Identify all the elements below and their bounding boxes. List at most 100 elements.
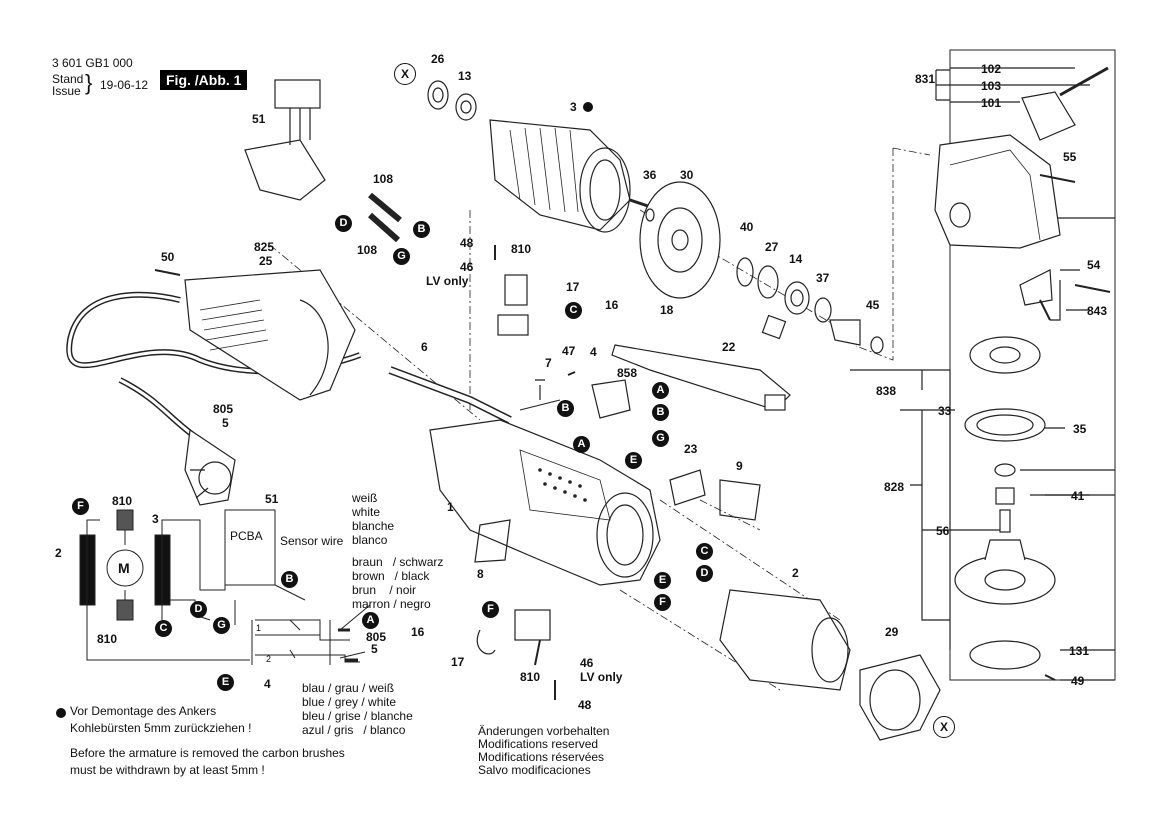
part-22: 22: [722, 340, 736, 354]
wiring-marker-d: D: [190, 601, 207, 618]
blue-wire-de: blau / grau / weiß: [302, 681, 395, 695]
marker-b-top: B: [413, 221, 430, 238]
part-40: 40: [740, 220, 754, 234]
part-810-bottom: 810: [520, 670, 541, 684]
part-5-top: 5: [222, 416, 229, 430]
marker-c-top: C: [565, 302, 582, 319]
part-56: 56: [936, 524, 950, 538]
part-17-top: 17: [566, 280, 580, 294]
part-7: 7: [545, 356, 552, 370]
brown-wire-es: marron / negro: [352, 597, 431, 611]
marker-d-stator: D: [696, 565, 713, 582]
wiring-marker-e: E: [217, 674, 234, 691]
note-en-line1: Before the armature is removed the carbo…: [70, 746, 345, 760]
figure-label: Fig. /Abb. 1: [160, 70, 248, 90]
part-46-top: 46: [460, 260, 474, 274]
white-wire-en: white: [352, 505, 381, 519]
part-103: 103: [981, 79, 1002, 93]
modifications-fr: Modifications réservées: [478, 750, 605, 764]
marker-c-stator: C: [696, 543, 713, 560]
white-wire-de: weiß: [352, 491, 378, 505]
part-14: 14: [789, 252, 803, 266]
part-41: 41: [1071, 489, 1085, 503]
issue-date: 19-06-12: [100, 78, 149, 92]
lv-only-bottom: LV only: [580, 670, 623, 684]
part-3: 3: [570, 100, 577, 114]
wiring-part-3: 3: [152, 512, 159, 526]
note-de-line2: Kohlebürsten 5mm zurückziehen !: [70, 721, 252, 735]
part-838: 838: [876, 384, 897, 398]
marker-d-top: D: [335, 215, 352, 232]
wiring-part-810-bottom: 810: [97, 632, 118, 646]
note-de-line1: Vor Demontage des Ankers: [70, 704, 217, 718]
part-50: 50: [161, 250, 175, 264]
note-en-line2: must be withdrawn by at least 5mm !: [70, 763, 265, 777]
part-2: 2: [792, 566, 799, 580]
part-54: 54: [1087, 258, 1101, 272]
part-16-top: 16: [605, 298, 619, 312]
brown-wire-de: braun / schwarz: [352, 555, 444, 569]
marker-a-mid: A: [573, 436, 590, 453]
wiring-part-4: 4: [264, 677, 271, 691]
part-18: 18: [660, 303, 674, 317]
part-825: 825: [254, 240, 275, 254]
wiring-marker-b: B: [281, 571, 298, 588]
part-17-bottom: 17: [451, 655, 465, 669]
part-49: 49: [1071, 674, 1085, 688]
part-37: 37: [816, 271, 830, 285]
switch-pin-2: 2: [266, 654, 272, 664]
part-8: 8: [477, 567, 484, 581]
issue-label: Issue: [52, 84, 81, 98]
part-108-bottom: 108: [357, 243, 378, 257]
bullet-icon: [583, 102, 593, 112]
part-55: 55: [1063, 150, 1077, 164]
part-29: 29: [885, 625, 899, 639]
part-805-top: 805: [213, 402, 234, 416]
wiring-marker-c: C: [155, 620, 172, 637]
marker-a-switch: A: [652, 382, 669, 399]
doc-number: 3 601 GB1 000: [52, 56, 133, 70]
part-45: 45: [866, 298, 880, 312]
marker-f-stator: F: [654, 594, 671, 611]
marker-e-stator: E: [654, 572, 671, 589]
lv-only-top: LV only: [426, 274, 469, 288]
wiring-part-5: 5: [371, 642, 378, 656]
blue-wire-en: blue / grey / white: [302, 695, 397, 709]
brown-wire-en: brown / black: [352, 569, 430, 583]
part-16-bottom: 16: [411, 625, 425, 639]
motor-symbol: M: [118, 560, 130, 576]
note-bullet-icon: [56, 708, 66, 718]
stand-label: Stand: [52, 72, 84, 86]
wiring-part-51: 51: [265, 492, 279, 506]
white-wire-es: blanco: [352, 533, 388, 547]
part-23: 23: [684, 442, 698, 456]
part-13: 13: [458, 69, 472, 83]
wiring-marker-a: A: [362, 612, 379, 629]
part-35: 35: [1073, 422, 1087, 436]
marker-g-switch: G: [652, 430, 669, 447]
wiring-part-805: 805: [366, 630, 387, 644]
part-27: 27: [765, 240, 779, 254]
part-25: 25: [259, 254, 273, 268]
part-48-top: 48: [460, 236, 474, 250]
part-30: 30: [680, 168, 694, 182]
switch-pin-1: 1: [256, 623, 262, 633]
marker-g-top: G: [393, 248, 410, 265]
part-6: 6: [421, 340, 428, 354]
part-46-bottom: 46: [580, 656, 594, 670]
part-828: 828: [884, 480, 905, 494]
part-9: 9: [736, 459, 743, 473]
wiring-part-810-top: 810: [112, 494, 133, 508]
marker-e-switch: E: [625, 452, 642, 469]
wiring-part-2: 2: [55, 546, 62, 560]
white-wire-fr: blanche: [352, 519, 395, 533]
modifications-es: Salvo modificaciones: [478, 763, 591, 777]
part-810-top: 810: [511, 242, 532, 256]
pcba-label: PCBA: [230, 529, 263, 543]
part-51-top: 51: [252, 112, 266, 126]
blue-wire-es: azul / gris / blanco: [302, 723, 406, 737]
part-33: 33: [938, 404, 952, 418]
part-1: 1: [447, 500, 454, 514]
part-26: 26: [431, 52, 445, 66]
